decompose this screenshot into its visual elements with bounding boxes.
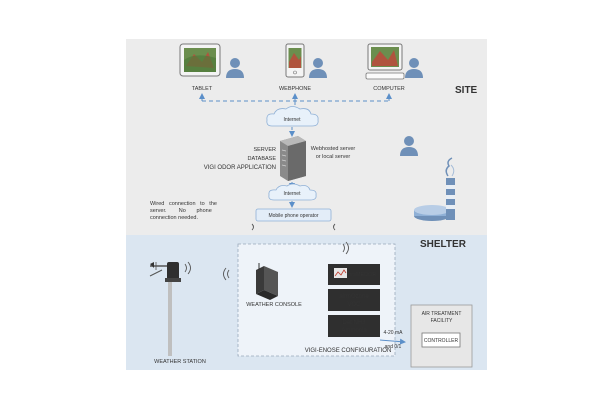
internet-cloud-bottom bbox=[268, 183, 317, 201]
module-detnh3-label-2: Ammonia bbox=[341, 328, 367, 334]
signal-01-label: and 0/1 bbox=[385, 344, 402, 350]
user-icon-computer bbox=[405, 58, 423, 78]
internet-top-label: Internet bbox=[284, 117, 302, 123]
signal-icon-console bbox=[223, 267, 230, 281]
module-trsmedor-label: trsMEDOR bbox=[350, 272, 377, 278]
facility-label-1: AIR TREATMENT bbox=[422, 311, 462, 317]
signal-icon-operator bbox=[251, 223, 336, 231]
signal-ma-label: 4-20 mA bbox=[384, 330, 404, 336]
weather-console-label: WEATHER CONSOLE bbox=[246, 302, 302, 308]
server-label-1: SERVER bbox=[253, 147, 276, 153]
webphone-label: WEBPHONE bbox=[279, 86, 311, 92]
wired-note-2: server. No phone bbox=[150, 208, 212, 214]
weather-console-icon bbox=[256, 263, 278, 300]
webphone-device bbox=[285, 43, 305, 78]
site-label: SITE bbox=[455, 85, 478, 96]
facility-label-2: FACILITY bbox=[431, 318, 453, 324]
weather-station-label: WEATHER STATION bbox=[154, 359, 206, 365]
computer-label: COMPUTER bbox=[373, 86, 405, 92]
controller-box bbox=[421, 332, 461, 348]
server-label-2: DATABASE bbox=[247, 156, 276, 162]
server-icon bbox=[280, 136, 306, 181]
signal-icon-shelter bbox=[342, 241, 349, 255]
wired-note-3: connection needed. bbox=[150, 215, 198, 221]
module-airmozone-label-1: airmOzone bbox=[339, 294, 369, 300]
module-airmozone-label-2: VOC bbox=[347, 302, 361, 308]
mobile-operator-label: Mobile phone operator bbox=[268, 213, 318, 219]
module-detnh3 bbox=[328, 315, 380, 337]
tablet-label: TABLET bbox=[192, 86, 213, 92]
shelter-label: SHELTER bbox=[420, 239, 467, 250]
user-icon-tablet bbox=[226, 58, 244, 78]
controller-label: CONTROLLER bbox=[424, 338, 459, 344]
factory-icon bbox=[414, 157, 455, 221]
server-label-3: VIGI ODOR APPLICATION bbox=[204, 165, 276, 171]
user-icon-webphone bbox=[309, 58, 327, 78]
module-airmozone bbox=[328, 289, 380, 311]
signal-output-arrow bbox=[379, 338, 406, 345]
enose-configuration-label: VIGI-ENOSE CONFIGURATION bbox=[305, 348, 392, 354]
tablet-device bbox=[179, 43, 221, 77]
internet-cloud-top bbox=[266, 106, 319, 127]
signal-icon-station bbox=[184, 261, 191, 275]
user-icon-site bbox=[400, 136, 418, 156]
module-trsmedor bbox=[328, 264, 380, 285]
computer-device bbox=[365, 43, 405, 80]
internet-bottom-label: Internet bbox=[284, 191, 302, 197]
mobile-operator-box bbox=[255, 208, 332, 222]
server-note-2: or local server bbox=[316, 154, 351, 160]
weather-station-icon bbox=[149, 262, 181, 356]
module-detnh3-label-1: Det NH3 bbox=[342, 320, 366, 326]
wired-note-1: Wired connection to the bbox=[150, 201, 217, 207]
server-note-1: Webhosted server bbox=[311, 146, 356, 152]
